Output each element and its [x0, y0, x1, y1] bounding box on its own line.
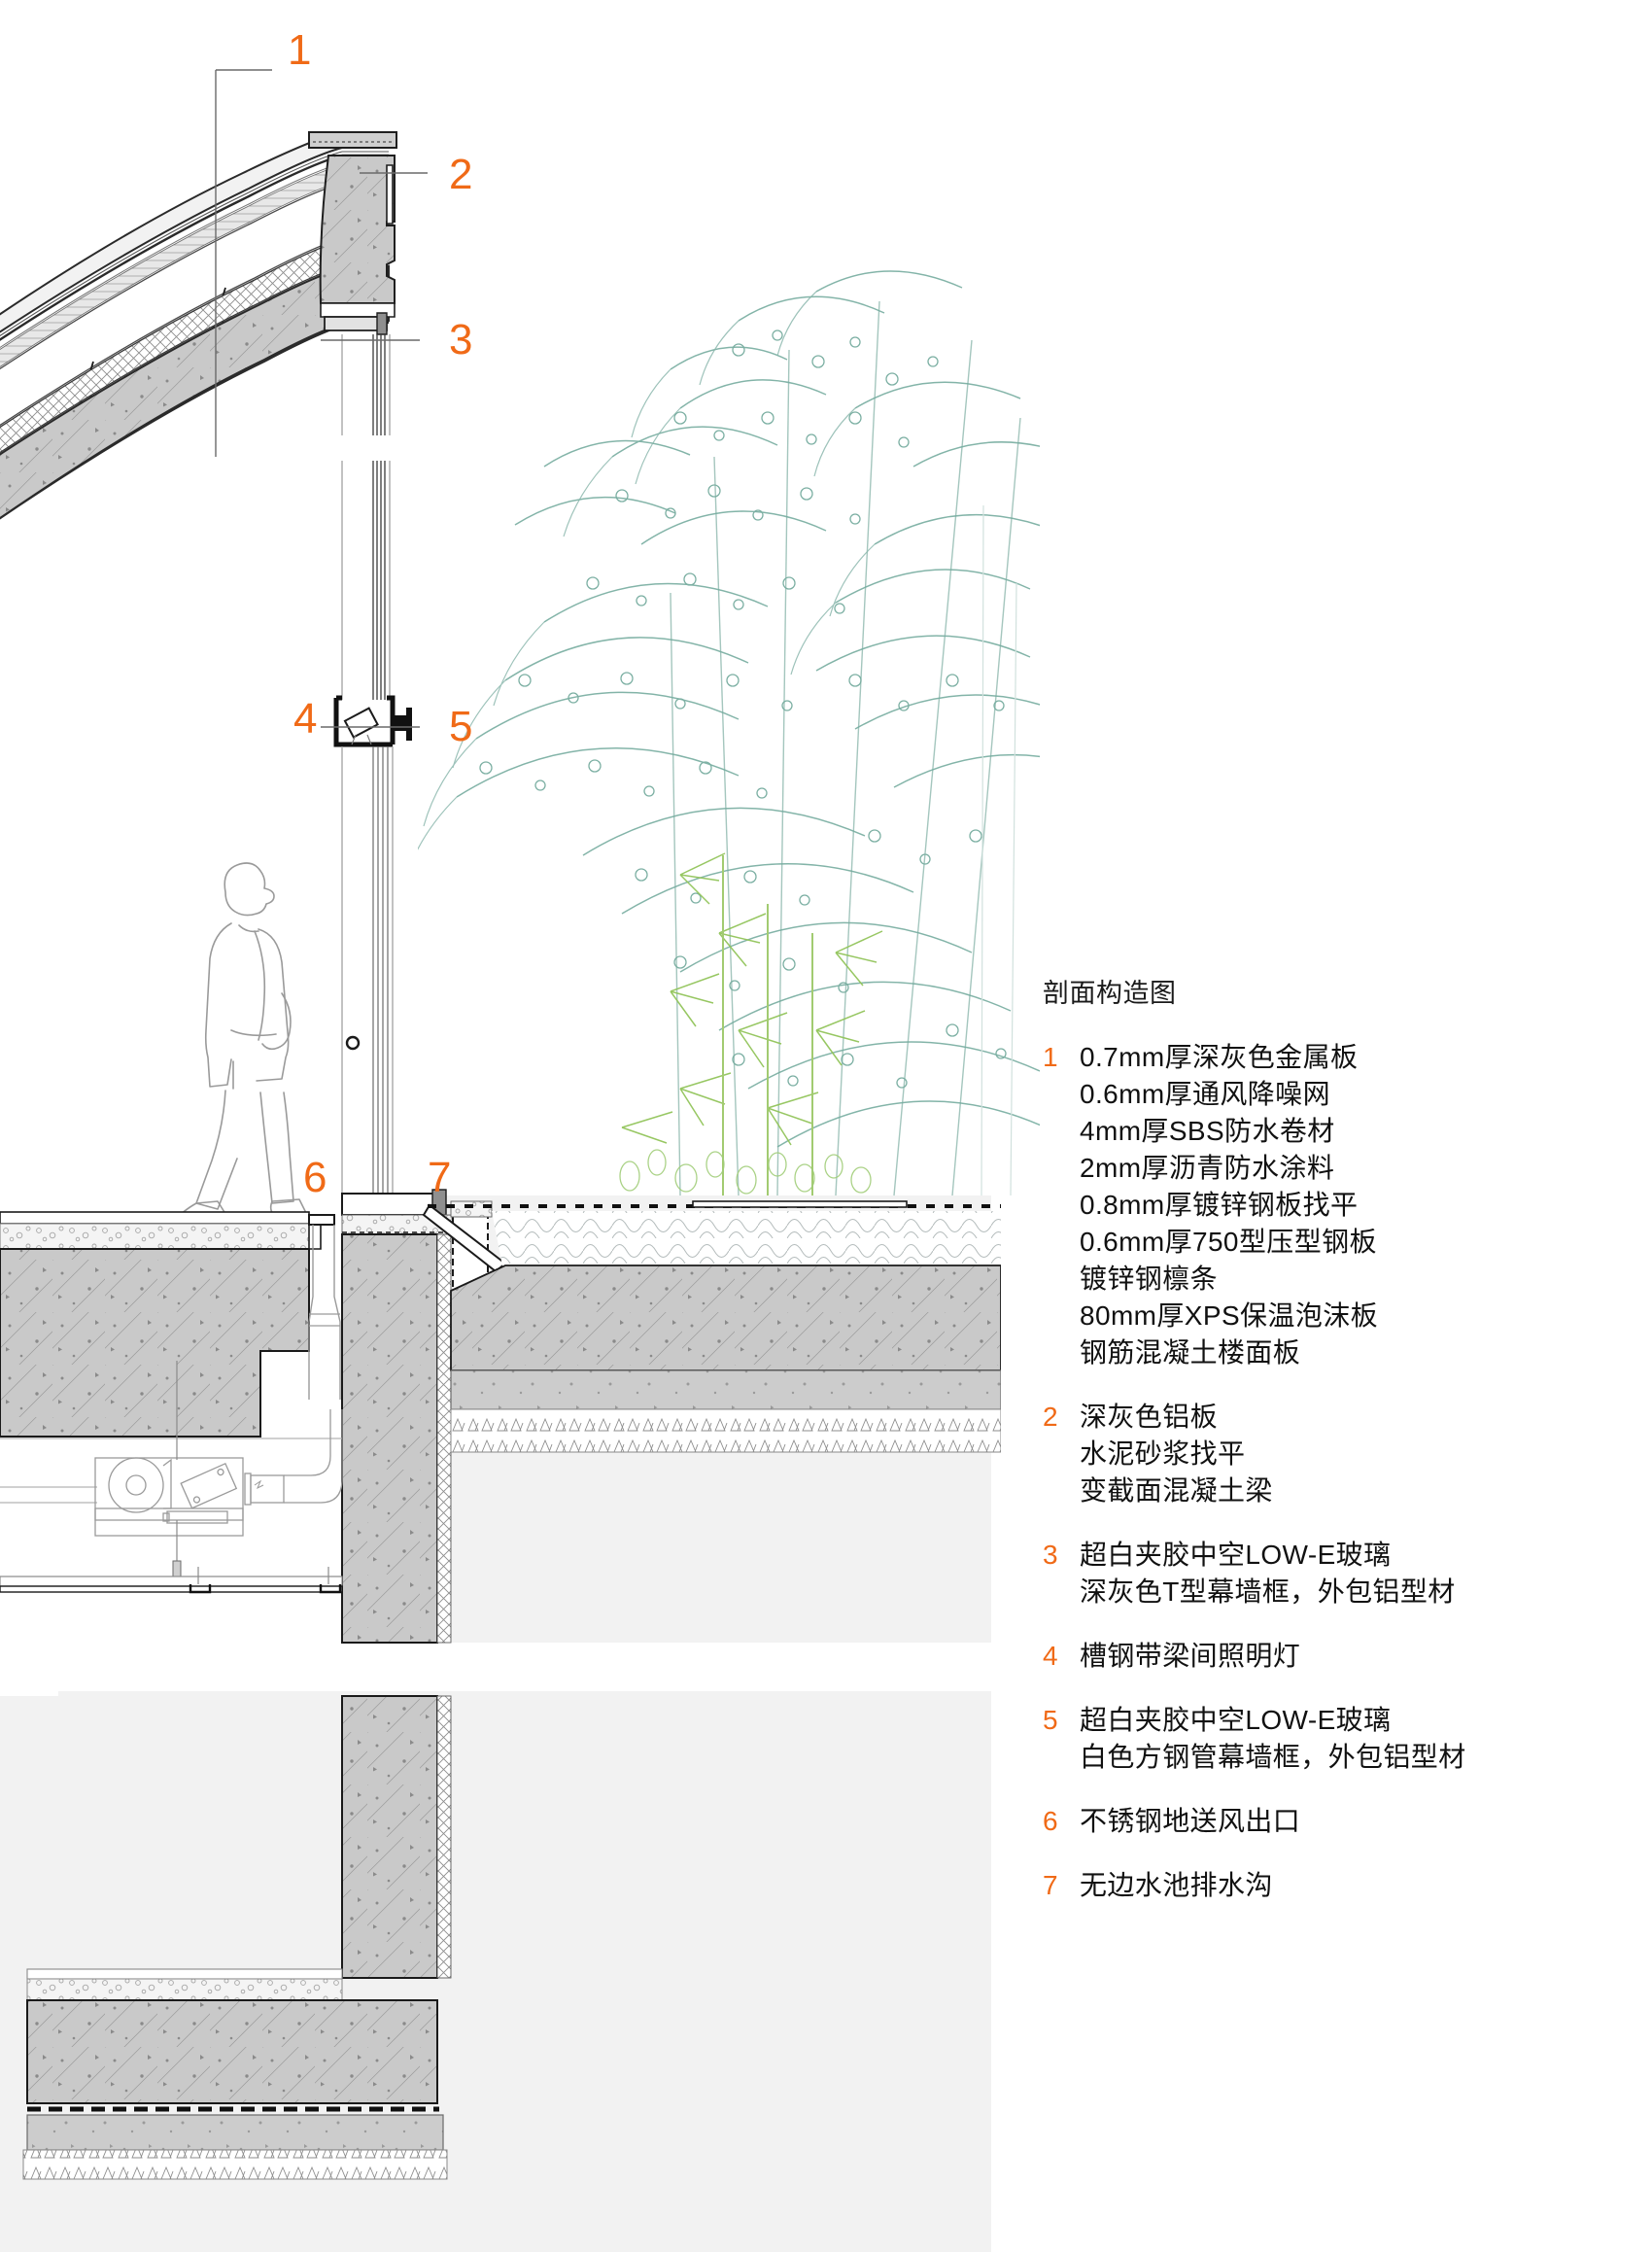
legend-item-line: 槽钢带梁间照明灯: [1080, 1641, 1301, 1671]
legend-item-lines: 0.7mm厚深灰色金属板 0.6mm厚通风降噪网 4mm厚SBS防水卷材 2mm厚沥青…: [1080, 1039, 1587, 1371]
callout-number-1: 1: [288, 26, 312, 74]
legend-item-number: 6: [1043, 1806, 1058, 1836]
air-handling-unit: [94, 1457, 244, 1537]
legend-item: 3 超白夹胶中空LOW-E玻璃深灰色T型幕墙框，外包铝型材: [1043, 1537, 1587, 1611]
legend-item-lines: 超白夹胶中空LOW-E玻璃白色方钢管幕墙框，外包铝型材: [1080, 1702, 1587, 1776]
edge-beam: [308, 131, 397, 335]
callout-number-2: 2: [449, 151, 473, 198]
callout-number-7: 7: [428, 1154, 452, 1201]
legend-item: 7 无边水池排水沟: [1043, 1867, 1587, 1904]
callout-number-5: 5: [449, 703, 473, 750]
legend-item-lines: 深灰色铝板水泥砂浆找平变截面混凝土梁: [1080, 1399, 1587, 1509]
legend-item-lines: 超白夹胶中空LOW-E玻璃深灰色T型幕墙框，外包铝型材: [1080, 1537, 1587, 1611]
legend-item-line: 水泥砂浆找平: [1080, 1438, 1246, 1469]
lower-floor-foundation: [22, 1968, 448, 2180]
legend-item-line: 2mm厚沥青防水涂料: [1080, 1153, 1335, 1183]
legend-item-line: 深灰色T型幕墙框，外包铝型材: [1080, 1576, 1456, 1607]
legend-item-lines: 无边水池排水沟: [1080, 1867, 1587, 1904]
legend-item-line: 0.6mm厚750型压型钢板: [1080, 1227, 1377, 1257]
legend-item-number: 7: [1043, 1870, 1058, 1900]
legend-item-line: 4mm厚SBS防水卷材: [1080, 1116, 1335, 1146]
legend-item: 4 槽钢带梁间照明灯: [1043, 1638, 1587, 1675]
legend-item-number: 5: [1043, 1705, 1058, 1735]
planting-bamboo: [418, 270, 1040, 1196]
legend-item-line: 超白夹胶中空LOW-E玻璃: [1080, 1540, 1392, 1570]
interior-floor-slab: [0, 1211, 341, 1438]
legend-item-line: 0.7mm厚深灰色金属板: [1080, 1042, 1359, 1072]
mechanical-zone: [0, 1361, 343, 1594]
legend-item-line: 镀锌钢檩条: [1080, 1264, 1219, 1294]
curtain-wall-lower: [341, 746, 394, 1195]
legend-item-line: 不锈钢地送风出口: [1080, 1806, 1301, 1836]
legend-item-line: 深灰色铝板: [1080, 1402, 1219, 1432]
legend-item-line: 0.6mm厚通风降噪网: [1080, 1079, 1330, 1109]
legend-item-lines: 不锈钢地送风出口: [1080, 1803, 1587, 1840]
legend-item: 6 不锈钢地送风出口: [1043, 1803, 1587, 1840]
legend-title: 剖面构造图: [1043, 979, 1177, 1008]
legend-item-line: 80mm厚XPS保温泡沫板: [1080, 1300, 1379, 1331]
callout-number-4: 4: [293, 695, 318, 743]
legend-item-line: 无边水池排水沟: [1080, 1870, 1273, 1900]
inter-beam-light-bracket: [333, 695, 412, 747]
leader-lines: [215, 69, 428, 728]
legend-item-line: 超白夹胶中空LOW-E玻璃: [1080, 1705, 1392, 1735]
legend-item: 1 0.7mm厚深灰色金属板 0.6mm厚通风降噪网 4mm厚SBS防水卷材 2mm厚沥…: [1043, 1039, 1587, 1371]
legend-list: 1 0.7mm厚深灰色金属板 0.6mm厚通风降噪网 4mm厚SBS防水卷材 2mm厚沥…: [1043, 1039, 1587, 1904]
legend-item-line: 白色方钢管幕墙框，外包铝型材: [1080, 1742, 1466, 1772]
legend-item-lines: 槽钢带梁间照明灯: [1080, 1638, 1587, 1675]
external-concrete-wall: [341, 1233, 452, 1979]
callout-number-6: 6: [303, 1154, 327, 1201]
infinity-pool: [422, 1200, 1001, 1453]
callout-number-3: 3: [449, 316, 473, 364]
legend-item-line: 0.8mm厚镀锌钢板找平: [1080, 1190, 1359, 1220]
legend-item-number: 3: [1043, 1540, 1058, 1570]
legend-item: 5 超白夹胶中空LOW-E玻璃白色方钢管幕墙框，外包铝型材: [1043, 1702, 1587, 1776]
legend-item-line: 钢筋混凝土楼面板: [1080, 1337, 1301, 1368]
legend-item-number: 2: [1043, 1402, 1058, 1432]
curtain-wall-sill: [341, 1189, 458, 1235]
legend-item-number: 4: [1043, 1641, 1058, 1671]
legend-panel: 剖面构造图 1 0.7mm厚深灰色金属板 0.6mm厚通风降噪网 4mm厚SBS防水卷…: [1043, 972, 1587, 1931]
legend-item: 2 深灰色铝板水泥砂浆找平变截面混凝土梁: [1043, 1399, 1587, 1509]
scale-figure: [175, 862, 307, 1228]
curtain-wall-upper: [335, 334, 396, 700]
legend-item-number: 1: [1043, 1042, 1058, 1072]
legend-item-line: 变截面混凝土梁: [1080, 1475, 1273, 1506]
